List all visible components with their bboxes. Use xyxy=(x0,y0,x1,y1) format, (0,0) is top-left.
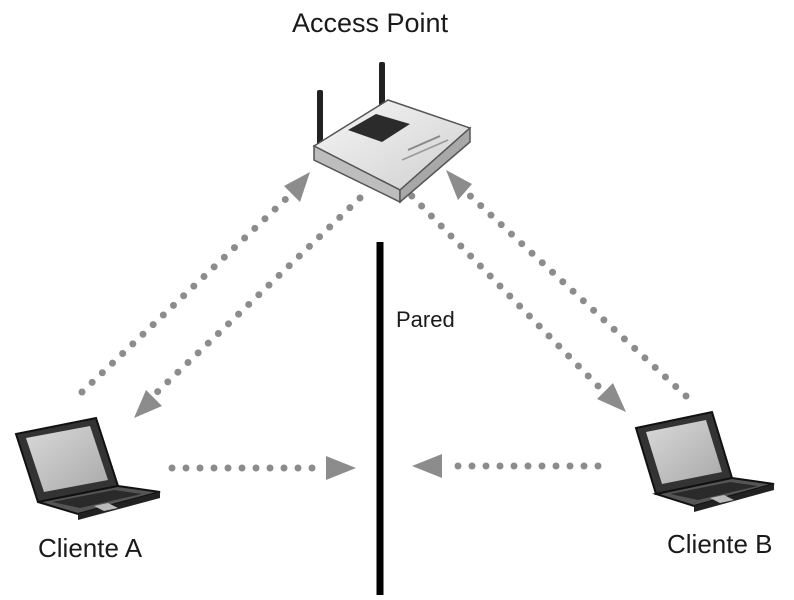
arrow-access-point-to-cliente-a xyxy=(134,194,364,418)
cliente-b-label: Cliente B xyxy=(667,529,773,559)
arrow-cliente-b-to-pared xyxy=(412,454,602,478)
access-point-label: Access Point xyxy=(292,8,449,38)
laptop-icon xyxy=(634,410,775,512)
arrow-cliente-a-to-pared xyxy=(168,456,356,480)
pared-label: Pared xyxy=(396,307,455,332)
arrow-cliente-b-to-access-point xyxy=(446,170,690,400)
arrow-cliente-a-to-access-point xyxy=(78,172,310,396)
router-icon xyxy=(312,62,472,204)
arrow-access-point-to-cliente-b xyxy=(398,182,626,412)
laptop-icon xyxy=(14,416,161,520)
cliente-a-label: Cliente A xyxy=(38,533,143,563)
